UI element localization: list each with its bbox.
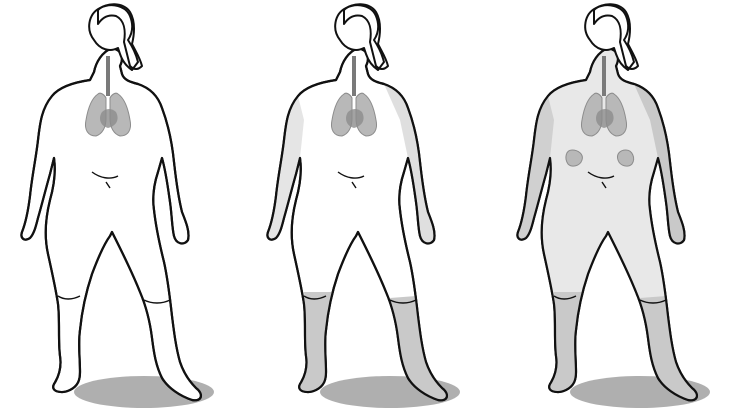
trachea — [352, 56, 356, 96]
body-figure-svg — [0, 0, 244, 418]
body-figure-svg — [490, 0, 734, 418]
female-figure-stage-2 — [240, 0, 490, 418]
right-abdominal-organ — [617, 150, 633, 166]
left-abdominal-organ — [566, 150, 582, 166]
trachea — [106, 56, 110, 96]
female-figure-stage-1 — [0, 0, 244, 418]
female-figure-stage-3 — [490, 0, 734, 418]
body-figure-svg — [240, 0, 490, 418]
trachea — [602, 56, 606, 96]
